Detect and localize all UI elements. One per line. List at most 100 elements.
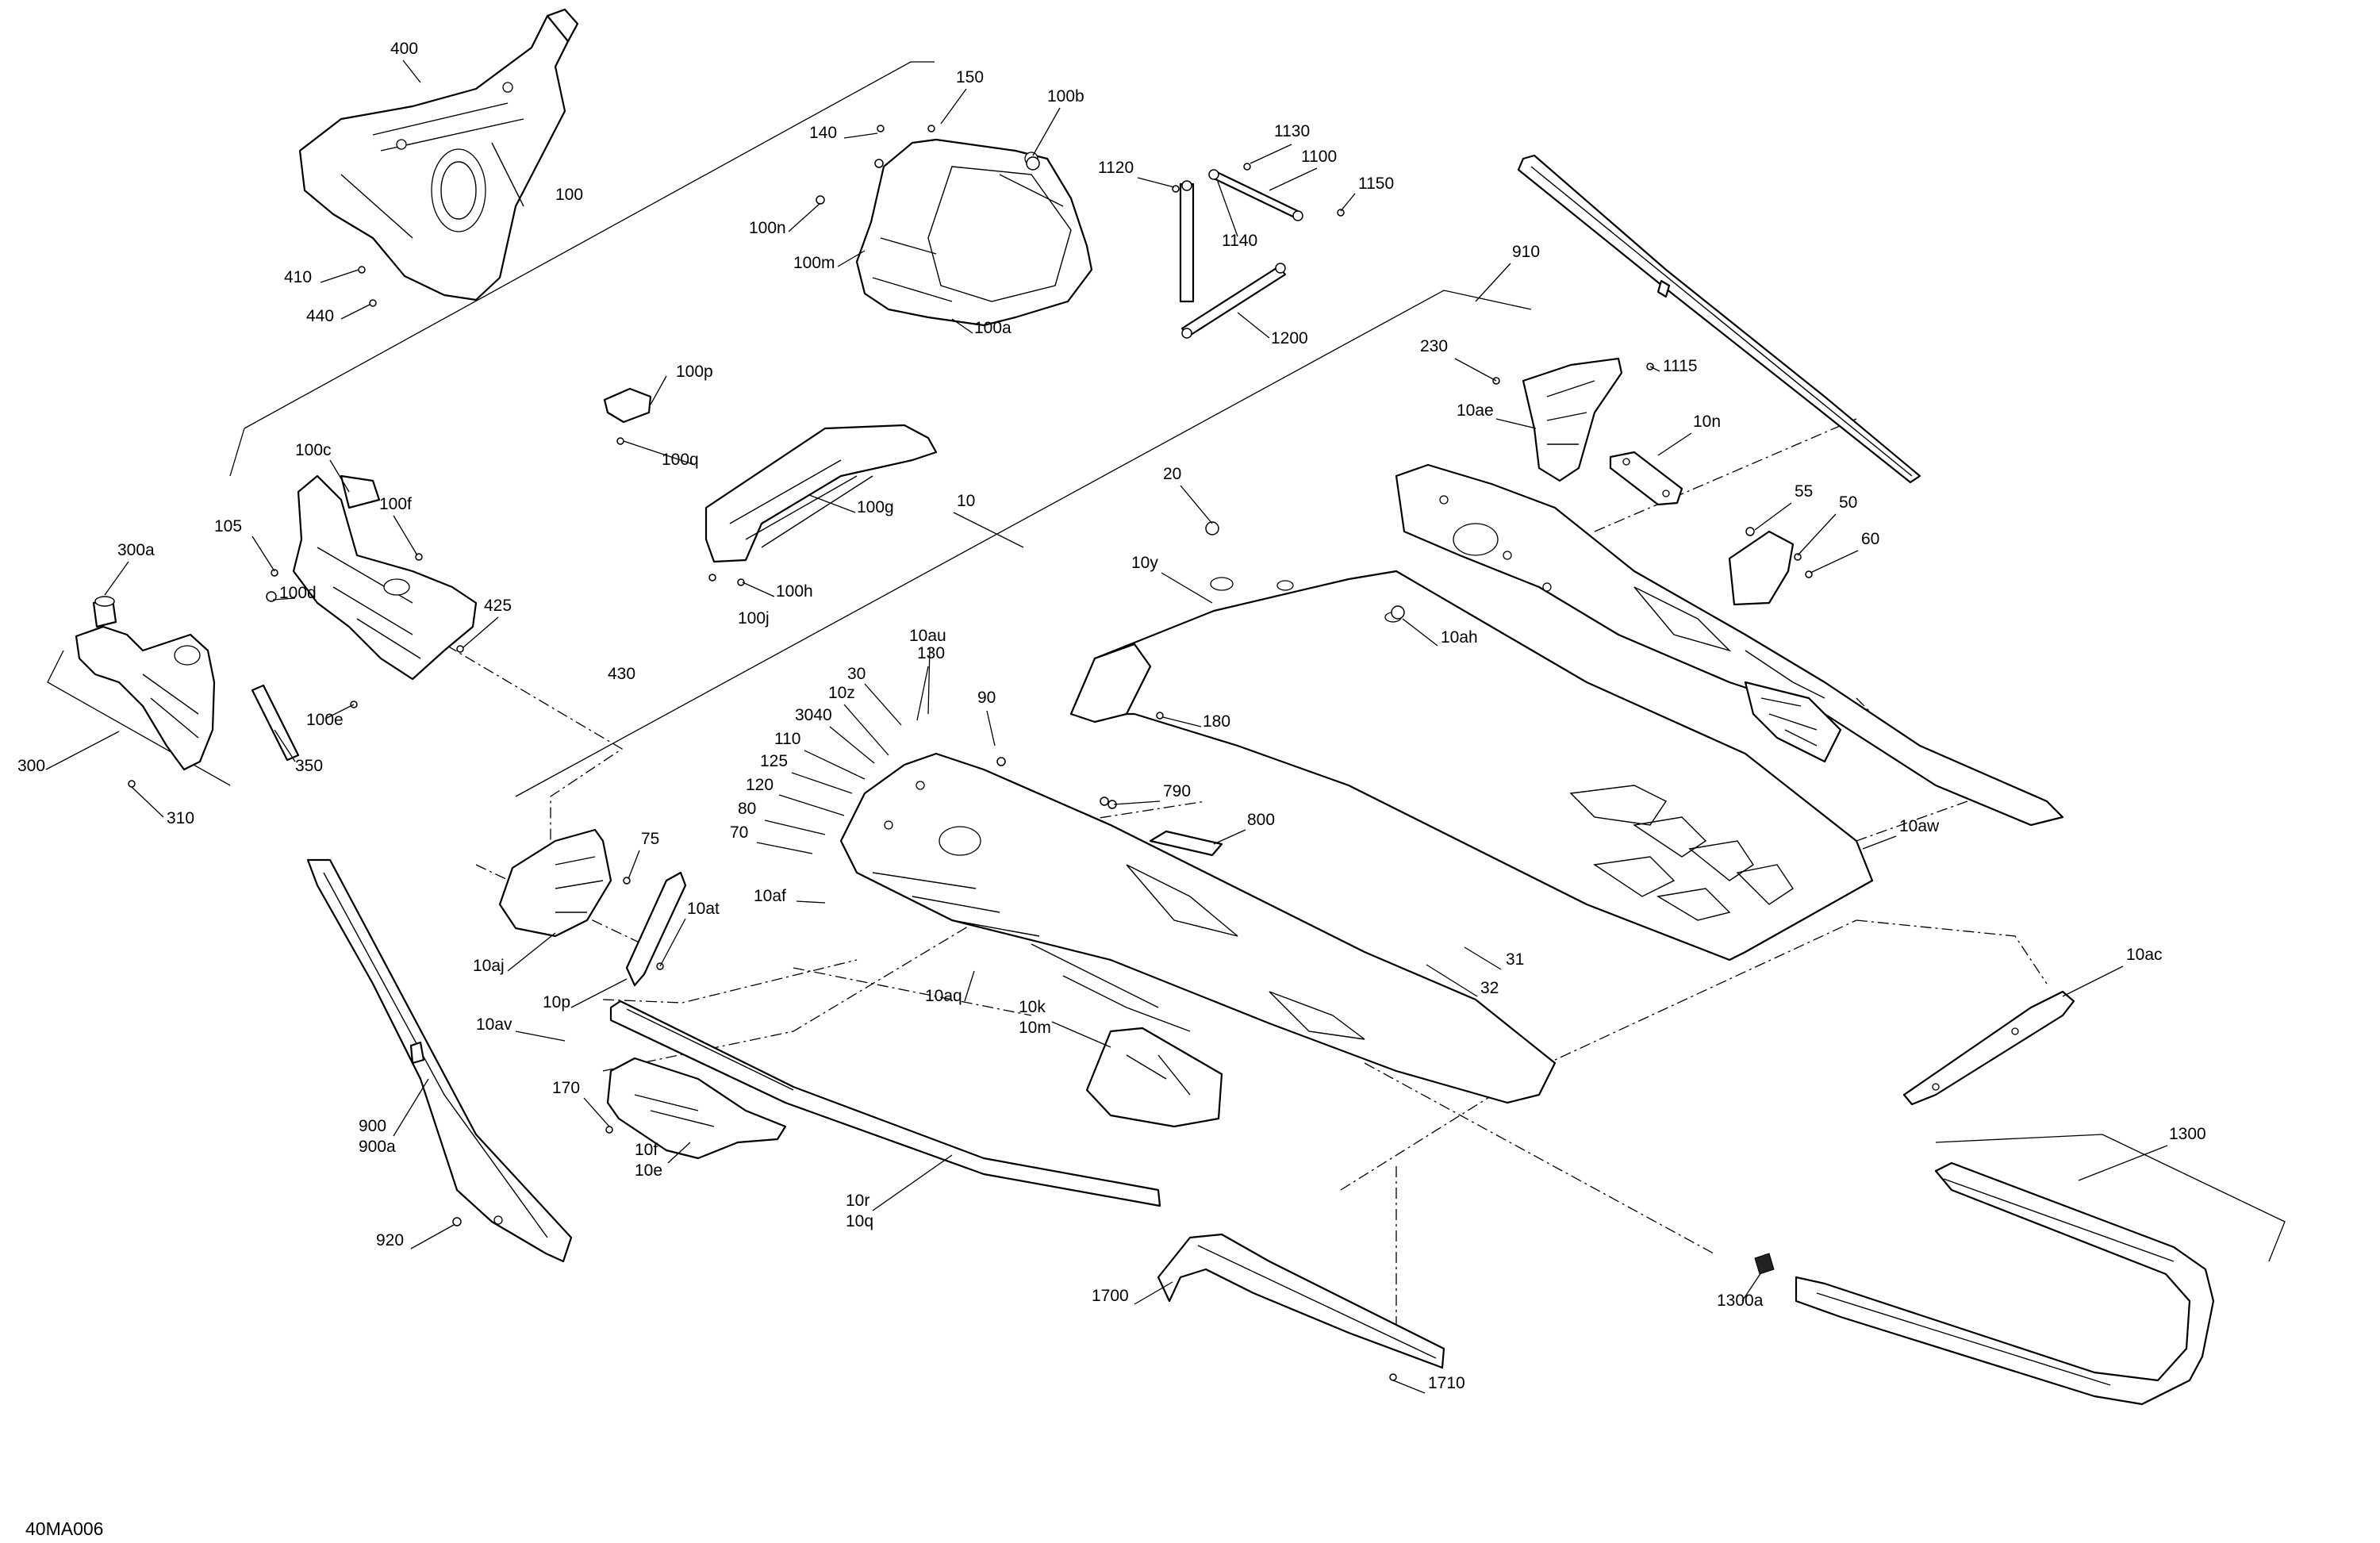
group-boundaries: [47, 61, 2286, 1262]
callout-label: 55: [1795, 482, 1813, 501]
left-side-panel: [839, 752, 1557, 1104]
bracket-50: [1728, 527, 1813, 606]
callout-label: 1140: [1222, 232, 1257, 250]
callout-label: 32: [1480, 979, 1499, 997]
callout-label: 110: [774, 730, 800, 748]
callout-label: 10k: [1019, 998, 1046, 1016]
callout-label: 100f: [379, 495, 412, 513]
callout-label: 100c: [295, 441, 332, 459]
callout-label: 910: [1512, 243, 1540, 261]
callout-label: 100n: [749, 219, 786, 237]
callout-label: 10m: [1019, 1019, 1051, 1037]
callout-label: 10y: [1131, 554, 1158, 572]
callout-label: 3040: [795, 706, 832, 724]
callout-label: 100: [555, 186, 583, 204]
plate-800: [1107, 800, 1223, 857]
callout-label: 100j: [738, 609, 770, 628]
callout-label: 1130: [1274, 122, 1310, 140]
callout-label: 10p: [543, 993, 570, 1011]
callout-label: 100g: [857, 498, 894, 516]
callout-label: 10aq: [925, 987, 962, 1005]
callout-label: 105: [214, 517, 242, 535]
tunnel-10: [1069, 521, 1874, 961]
callout-label: 10q: [846, 1212, 873, 1230]
callout-label: 440: [306, 307, 334, 325]
rail-900: [306, 858, 573, 1263]
front-frame-400: [298, 8, 579, 307]
callout-label: 60: [1861, 530, 1879, 548]
callout-label: 10ac: [2126, 946, 2163, 964]
callout-label: 90: [977, 689, 996, 707]
bracket-10f: [605, 1057, 787, 1160]
bulkhead-100a: [816, 125, 1093, 327]
callout-label: 180: [1203, 712, 1230, 731]
callout-label: 140: [809, 124, 837, 142]
callout-label: 100b: [1047, 87, 1084, 106]
callout-label: 10ae: [1457, 401, 1494, 420]
callout-label: 425: [484, 597, 512, 615]
callout-label: 1710: [1428, 1374, 1465, 1392]
callout-label: 100q: [662, 451, 699, 469]
callout-label: 10n: [1693, 413, 1721, 431]
callout-labels: 400 150 100b 140 100 1130 1100 1120 1150 100n 1140…: [17, 40, 2206, 1392]
callout-label: 10aj: [473, 957, 505, 975]
callout-label: 10ah: [1441, 628, 1478, 647]
callout-label: 75: [641, 830, 659, 848]
callout-label: 1150: [1358, 175, 1394, 193]
callout-label: 430: [608, 665, 635, 683]
callout-label: 920: [376, 1231, 404, 1249]
callout-label: 50: [1839, 493, 1857, 512]
callout-label: 10aw: [1899, 817, 1940, 835]
callout-label: 100m: [793, 254, 835, 272]
callout-label: 300: [17, 757, 45, 775]
callout-label: 30: [847, 665, 866, 683]
rail-1700: [1157, 1233, 1445, 1381]
callout-label: 230: [1420, 337, 1448, 355]
callout-label: 410: [284, 268, 312, 286]
callout-label: 10e: [635, 1161, 662, 1180]
callout-label: 1300: [2169, 1125, 2206, 1143]
bracket-100c: [266, 474, 478, 708]
callout-label: 790: [1163, 782, 1191, 800]
callout-label: 400: [390, 40, 418, 58]
bumper-1300: [1754, 1161, 2215, 1406]
callout-label: 150: [956, 68, 984, 86]
assembly-lines: [428, 418, 2048, 1333]
callout-label: 100e: [306, 711, 344, 729]
callout-label: 800: [1247, 811, 1275, 829]
struts-1100-1200: [1172, 163, 1345, 339]
callout-label: 100d: [279, 584, 317, 602]
callout-label: 350: [295, 757, 323, 775]
callout-label: 31: [1506, 950, 1524, 969]
right-side-panel: [1395, 463, 2064, 827]
callout-label: 20: [1163, 465, 1181, 483]
callout-label: 310: [167, 809, 194, 827]
callout-label: 1700: [1092, 1287, 1129, 1305]
callout-label: 10au: [909, 627, 946, 645]
leader-lines: [45, 59, 2168, 1394]
bracket-10ac: [1902, 990, 2075, 1106]
callout-label: 120: [746, 776, 774, 794]
callout-label: 10r: [846, 1192, 869, 1210]
strip-10r: [609, 1000, 1161, 1207]
callout-label: 10af: [754, 887, 786, 905]
callout-label: 1120: [1098, 159, 1134, 177]
callout-label: 100a: [974, 319, 1012, 337]
callout-label: 900: [359, 1117, 386, 1135]
rail-910: [1517, 154, 1921, 484]
plate-10k: [1085, 1027, 1223, 1128]
callout-label: 900a: [359, 1138, 396, 1156]
support-300: [75, 596, 300, 788]
callout-label: 300a: [117, 541, 155, 559]
callout-label: 170: [552, 1079, 580, 1097]
callout-label: 1100: [1301, 148, 1337, 166]
callout-label: 10av: [476, 1015, 512, 1034]
callout-label: 10f: [635, 1141, 658, 1159]
callout-label: 125: [760, 752, 788, 770]
callout-label: 10z: [828, 684, 855, 702]
callout-label: 1300a: [1717, 1292, 1764, 1310]
callout-label: 100h: [776, 582, 813, 601]
callout-label: 10at: [687, 900, 720, 918]
plate-100g: [603, 387, 938, 586]
